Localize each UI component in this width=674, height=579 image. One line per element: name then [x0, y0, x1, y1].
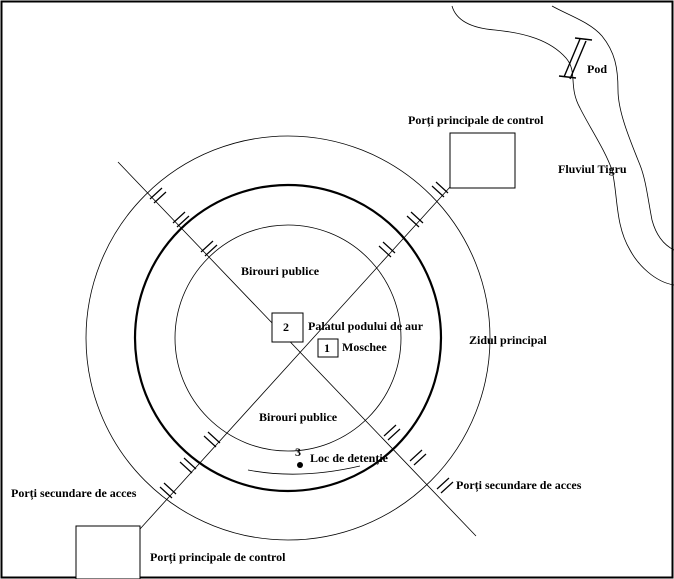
detention-number: 3	[295, 445, 301, 459]
bridge-icon	[558, 37, 593, 80]
inner-ring	[174, 224, 402, 452]
main-gate-ne-label: Porți principale de control	[408, 113, 544, 128]
detention-label: Loc de detenție	[310, 451, 389, 466]
detention-arc	[247, 465, 361, 475]
avenue-nw-se	[117, 161, 477, 537]
detention-point	[297, 462, 303, 468]
palace-label: Palatul podului de aur	[308, 319, 424, 333]
gate-markers	[149, 181, 454, 499]
secondary-gate-se-label: Porți secundare de acces	[456, 478, 582, 493]
palace-number: 2	[283, 320, 289, 334]
secondary-gate-sw-label: Porți secundare de acces	[11, 486, 137, 501]
palace-box	[271, 312, 304, 343]
river-bank-west	[451, 5, 674, 286]
bridge-label: Pod	[587, 62, 607, 76]
main-gate-ne-box	[449, 132, 516, 189]
main-wall-ring	[133, 183, 443, 493]
mosque-number: 1	[324, 341, 330, 355]
main-gate-sw-label: Porți principale de control	[150, 550, 286, 565]
river-bank-east	[551, 5, 674, 251]
outer-ring	[85, 135, 491, 541]
main-wall-label: Zidul principal	[469, 333, 547, 347]
river-label: Fluviul Tigru	[558, 162, 627, 176]
mosque-box	[317, 338, 339, 358]
offices-south-label: Birouri publice	[259, 410, 338, 424]
main-gate-sw-box	[75, 525, 141, 579]
mosque-label: Moschee	[342, 340, 387, 354]
offices-north-label: Birouri publice	[241, 264, 320, 278]
